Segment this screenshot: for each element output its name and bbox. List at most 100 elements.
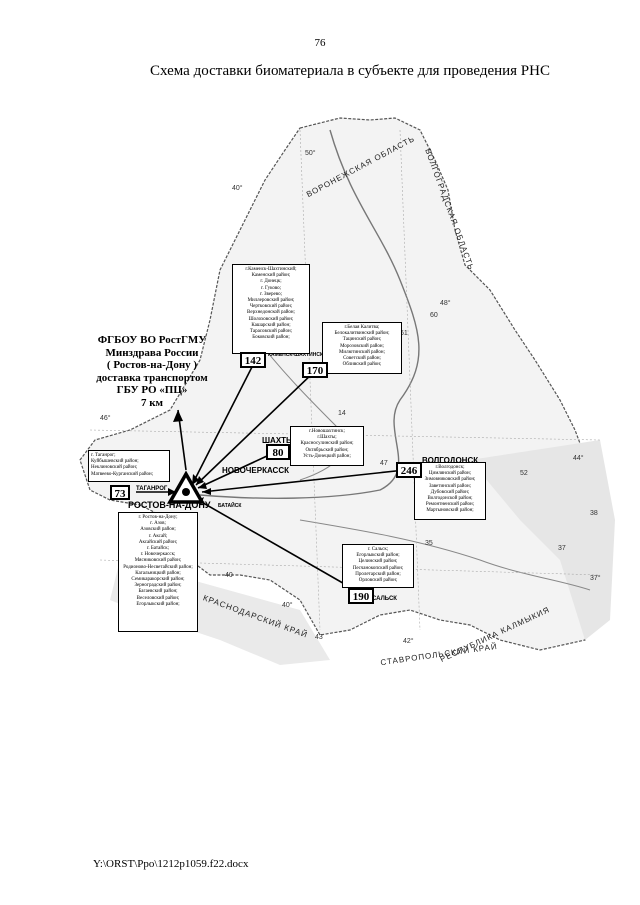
box-line: Егорлыкский район; <box>136 601 180 607</box>
box-line: Тарасовский район; <box>249 329 293 335</box>
box-line: г.Каменск-Шахтинский; <box>245 267 297 272</box>
mark-4: 44° <box>573 455 584 462</box>
box-line: г. Зверево; <box>260 291 282 297</box>
footer-file-path: Y:\ORST\Ppo\1212p1059.f22.docx <box>93 858 249 870</box>
box-line: г. Азов; <box>150 521 166 527</box>
mark-2: 40° <box>232 185 243 192</box>
city-bataysk: БАТАЙСК <box>218 503 242 509</box>
box-line: Пролетарский район; <box>355 571 401 577</box>
box-line: Октябрьский район; <box>305 447 349 453</box>
center-line: ФГБОУ ВО РостГМУ <box>97 334 207 346</box>
box-line: Усть-Донецкий район; <box>303 453 351 459</box>
box-line: Кашарский район; <box>251 322 291 328</box>
info-box-246: г.Волгодонск; Цимлянский район; Зимовник… <box>414 462 486 520</box>
box-line: Цимлянский район; <box>428 471 472 477</box>
mark-7: 37° <box>590 575 601 582</box>
box-line: г.Шахты; <box>317 435 337 441</box>
box-line: Тацинский район; <box>342 337 382 343</box>
neighbour-shading-east <box>470 440 615 640</box>
mark-18: 47 <box>380 460 388 467</box>
box-line: Миллеровский район; <box>247 298 295 304</box>
info-box-80: г.Новошахтинск; г.Шахты; Красносулинский… <box>290 426 364 466</box>
distance-190: 190 <box>348 588 374 604</box>
city-shakhty: ШАХТЫ <box>262 436 294 445</box>
city-taganrog: ТАГАНРОГ <box>136 486 168 492</box>
box-line: Зимовниковский район; <box>424 477 476 483</box>
page-title: Схема доставки биоматериала в субъекте д… <box>150 63 550 79</box>
distance-170: 170 <box>302 362 328 378</box>
city-kamensk: КАМЕНСК-ШАХТИНСКИЙ <box>268 352 331 358</box>
delivery-arrows <box>136 364 406 591</box>
box-line: Заветинский район; <box>428 483 472 489</box>
box-line: Зерноградский район; <box>134 583 182 589</box>
box-line: Родионово-Несветайский район; <box>123 564 193 570</box>
box-line: Матвеево-Курганский район; <box>91 471 154 477</box>
parallel-46 <box>99 559 601 576</box>
box-line: г. Гуково; <box>260 285 282 291</box>
box-line: Ремонтненский район; <box>425 502 475 508</box>
box-line: г. Сальск; <box>367 547 389 552</box>
distance-246: 246 <box>396 462 422 478</box>
center-line: 7 км <box>140 396 164 409</box>
river-don <box>199 129 420 499</box>
distance-80: 80 <box>266 444 290 460</box>
box-line: Мартыновский район; <box>426 508 474 514</box>
distance-142: 142 <box>240 352 266 368</box>
mark-16: 38 <box>590 510 598 517</box>
river-manych <box>299 519 591 591</box>
city-novocherkassk: НОВОЧЕРКАССК <box>222 466 289 475</box>
box-line: Аксайский район; <box>138 539 178 545</box>
city-salsk: САЛЬСК <box>372 596 397 602</box>
box-line: Обливский район; <box>342 362 382 368</box>
mark-5: 42° <box>403 638 414 645</box>
meridian-42 <box>399 129 421 631</box>
mark-10: 61 <box>400 330 408 337</box>
box-line: Морозовский район; <box>340 343 384 349</box>
meridian-40 <box>299 129 321 631</box>
box-line: Егорлыкский район; <box>356 553 400 559</box>
box-line: г. Аксай; <box>148 533 168 539</box>
box-line: Мясниковский район; <box>134 558 182 564</box>
info-box-142: г.Каменск-Шахтинский; Каменский район; г… <box>232 264 310 354</box>
box-line: г. Ростов-на-Дону; <box>138 515 178 520</box>
box-line: г. Донецк; <box>260 279 282 285</box>
center-line: доставка транспортом <box>96 371 208 384</box>
city-rostov: РОСТОВ-НА-ДОНУ <box>128 500 211 510</box>
arrow-heads <box>168 410 211 505</box>
box-line: Каменский район; <box>251 273 291 279</box>
mark-6: 46° <box>100 415 111 422</box>
box-line: Целинский район; <box>358 559 398 565</box>
info-box-rostov: г. Ростов-на-Дону; г. Азов; Азовский рай… <box>118 512 198 632</box>
box-line: г.Волгодонск; <box>435 465 465 470</box>
info-box-170: г.Белая Калитва; Белокалитвинский район;… <box>322 322 402 374</box>
box-line: Дубовский район; <box>430 489 470 495</box>
box-line: г.Белая Калитва; <box>344 325 380 330</box>
box-line: Песчанокопский район; <box>352 565 404 571</box>
info-box-73: г. Таганрог; Куйбышевский район; Неклино… <box>88 450 170 482</box>
mark-9: 52 <box>520 470 528 477</box>
city-volgodonsk: ВОЛГОДОНСК <box>422 456 479 465</box>
box-line: Багаевский район; <box>138 589 178 595</box>
box-line: Орловский район; <box>358 578 398 584</box>
box-line: Белокалитвинский район; <box>334 331 390 337</box>
box-line: Боковский район; <box>252 335 290 341</box>
box-line: г.Новошахтинск; <box>309 429 345 434</box>
mark-11: 60 <box>430 312 438 319</box>
box-line: Советский район; <box>343 356 381 362</box>
box-line: Веселовский район; <box>136 595 180 601</box>
mark-15: 37 <box>558 545 566 552</box>
mark-14: 43 <box>315 634 323 641</box>
parallel-48 <box>89 429 601 441</box>
center-line: ГБУ РО «ПЦ» <box>116 384 188 396</box>
box-line: Волгодонской район; <box>427 496 473 502</box>
center-dot <box>182 488 190 496</box>
box-line: Шолоховский район; <box>248 316 294 322</box>
center-line: ( Ростов-на-Дону ) <box>106 359 198 371</box>
box-line: Неклиновский район; <box>91 465 138 471</box>
box-line: Верхнедонской район; <box>247 310 295 316</box>
box-line: Семикаракорский район; <box>131 577 185 583</box>
box-line: Куйбышевский район; <box>91 459 139 465</box>
box-line: г. Таганрог; <box>91 453 116 458</box>
center-label: ФГБОУ ВО РостГМУ Минздрава России ( Рост… <box>84 334 220 409</box>
box-line: г. Батайск; <box>146 546 170 552</box>
